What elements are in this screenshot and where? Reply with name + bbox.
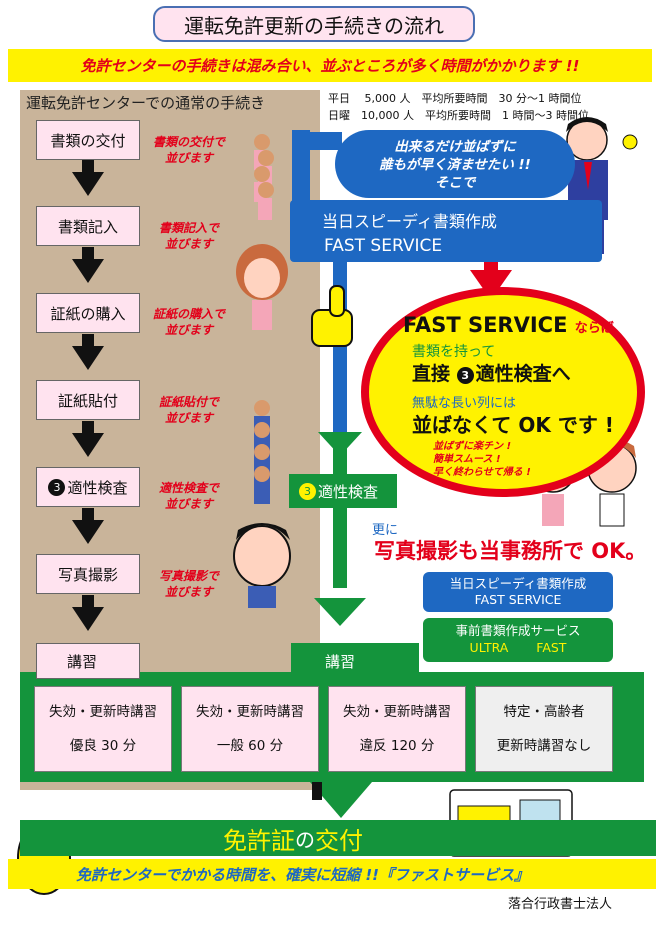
company-name: 落合行政書士法人 xyxy=(508,897,613,912)
step-note: 適性検査で並びます xyxy=(158,481,219,511)
fast-lecture-tag: 講習 xyxy=(291,643,419,679)
black-down-arrows xyxy=(72,160,104,631)
step-document-issue: 書類の交付 xyxy=(36,120,140,160)
circle-line: 書類を持って xyxy=(412,344,496,360)
number-3-icon: 3 xyxy=(48,478,66,496)
step-note: 書類の交付で並びます xyxy=(152,135,225,165)
furthermore-label: 更に xyxy=(372,523,399,538)
weekend-stats: 日曜 10,000 人 平均所要時間 1 時間〜3 時間位 xyxy=(328,109,589,122)
same-day-service-box: 当日スピーディ書類作成 FAST SERVICE xyxy=(290,200,602,262)
blue-connector xyxy=(292,132,342,150)
page-title: 運転免許更新の手続きの流れ xyxy=(153,6,475,42)
green-down-arrow-icon xyxy=(318,432,362,456)
step-note: 証紙貼付で並びます xyxy=(158,395,219,425)
down-arrow-icon xyxy=(72,421,104,457)
green-down-arrow-icon xyxy=(310,782,372,818)
course-elderly: 特定・高齢者更新時講習なし xyxy=(475,686,613,772)
lecture-step: 講習 xyxy=(36,643,140,679)
circle-line: 無駄な長い列には xyxy=(412,396,517,411)
course-general: 失効・更新時講習一般 60 分 xyxy=(181,686,319,772)
down-arrow-icon xyxy=(72,160,104,196)
step-photo: 写真撮影 xyxy=(36,554,140,594)
step-note: 書類記入で並びます xyxy=(158,221,219,251)
standard-procedure-heading: 運転免許センターでの通常の手続き xyxy=(26,94,266,112)
step-document-fill: 書類記入 xyxy=(36,206,140,246)
thumbs-up-icon xyxy=(311,285,353,347)
lightbulb-icon xyxy=(622,134,638,150)
visitor-stats: 平日 5,000 人 平均所要時間 30 分〜1 時間位日曜 10,000 人 … xyxy=(328,90,589,124)
bottom-slogan: 免許センターでかかる時間を、確実に短縮 !!『ファストサービス』 xyxy=(8,859,656,889)
step-stamp-affix: 証紙貼付 xyxy=(36,380,140,420)
red-down-arrow-icon xyxy=(470,270,512,300)
course-violation: 失効・更新時講習違反 120 分 xyxy=(328,686,466,772)
worried-man-icon xyxy=(233,523,291,608)
down-arrow-icon xyxy=(72,247,104,283)
green-down-arrow-icon xyxy=(314,598,366,626)
worried-woman-icon xyxy=(236,244,288,330)
down-arrow-icon xyxy=(72,595,104,631)
circle-sub-notes: 並ばずに楽チン !簡単スムース !早く終わらせて帰る ! xyxy=(433,441,531,478)
circle-heading: FAST SERVICE ならば xyxy=(403,313,614,337)
green-connector xyxy=(333,508,347,588)
number-3-icon: 3 xyxy=(299,482,316,500)
license-issue-banner: 免許証 の 交付 xyxy=(20,820,656,856)
warning-banner: 免許センターの手続きは混み合い、並ぶところが多く時間がかかります !! xyxy=(8,49,652,82)
desire-speech-bubble: 出来るだけ並ばずに誰もが早く済ませたい !!そこで xyxy=(335,130,575,198)
step-note: 写真撮影で並びます xyxy=(158,569,219,599)
circle-line: 並ばなくて OK です ! xyxy=(412,413,614,437)
fast-service-circle xyxy=(361,287,645,497)
step-note: 証紙の購入で並びます xyxy=(152,307,225,337)
down-arrow-icon xyxy=(72,334,104,370)
queue-men-icon xyxy=(254,400,270,504)
photo-ok-headline: 写真撮影も当事務所で OK。 xyxy=(374,539,647,563)
down-arrow-icon xyxy=(72,508,104,544)
queue-people-icon xyxy=(254,134,274,220)
course-excellent: 失効・更新時講習優良 30 分 xyxy=(34,686,172,772)
number-3-icon: 3 xyxy=(456,367,474,384)
black-connector xyxy=(312,780,322,800)
step-stamp-purchase: 証紙の購入 xyxy=(36,293,140,333)
weekday-stats: 平日 5,000 人 平均所要時間 30 分〜1 時間位 xyxy=(328,92,582,105)
